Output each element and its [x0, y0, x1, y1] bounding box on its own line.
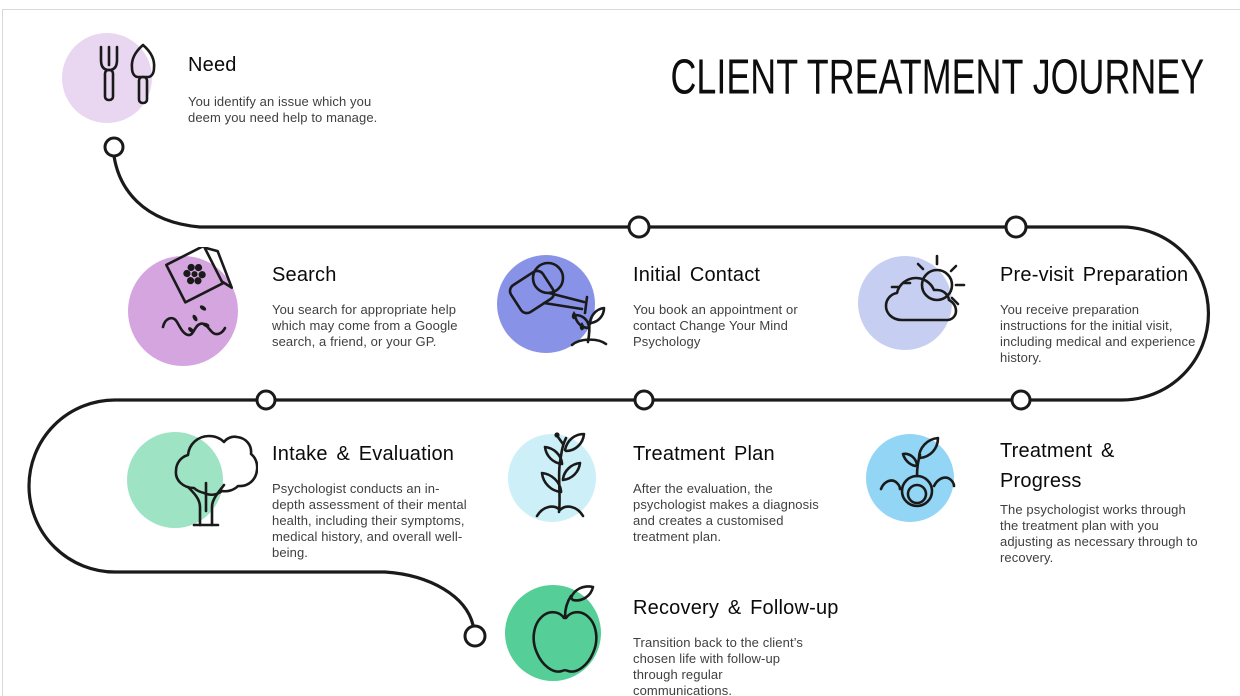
seed-packet-icon	[161, 247, 234, 337]
path-node	[463, 624, 487, 648]
page-edge-left	[2, 9, 3, 696]
step-description: Psychologist conducts an in-depth assess…	[272, 481, 467, 560]
apple-icon	[532, 585, 598, 673]
step-text-previsit: Pre-visit Preparation You receive prepar…	[1000, 260, 1215, 366]
step-text-need: Need You identify an issue which you dee…	[188, 50, 398, 126]
step-circle-intake	[127, 432, 223, 528]
step-title: Initial Contact	[633, 264, 761, 286]
page-title: CLIENT TREATMENT JOURNEY	[670, 49, 1204, 105]
step-description: You book an appointment or contact Chang…	[633, 302, 798, 349]
step-title: Recovery & Follow-up	[633, 597, 839, 619]
garden-tools-icon	[99, 43, 156, 105]
path-node	[255, 389, 277, 411]
path-node	[103, 136, 125, 158]
step-text-search: Search You search for appropriate help w…	[272, 260, 482, 350]
page-edge-top	[2, 9, 1240, 10]
step-description: You search for appropriate help which ma…	[272, 302, 458, 349]
step-title: Treatment Plan	[633, 443, 775, 465]
step-text-treatment-plan: Treatment Plan After the evaluation, the…	[633, 439, 833, 545]
step-title: Intake & Evaluation	[272, 443, 455, 465]
flower-glyph	[183, 263, 206, 285]
path-node	[1004, 215, 1028, 239]
watering-can-icon	[508, 261, 608, 347]
path-node	[627, 215, 651, 239]
step-text-treatment-progress: Treatment & Progress The psychologist wo…	[1000, 436, 1215, 566]
step-title: Need	[188, 54, 237, 76]
step-text-intake: Intake & Evaluation Psychologist conduct…	[272, 439, 487, 561]
step-circle-previsit	[858, 256, 952, 350]
step-title: Treatment & Progress	[1000, 440, 1115, 492]
step-description: You receive preparation instructions for…	[1000, 302, 1196, 365]
step-description: After the evaluation, the psychologist m…	[633, 481, 819, 544]
path-node	[1010, 389, 1032, 411]
step-title: Pre-visit Preparation	[1000, 264, 1189, 286]
step-text-initial-contact: Initial Contact You book an appointment …	[633, 260, 843, 350]
step-description: You identify an issue which you deem you…	[188, 94, 378, 125]
step-text-recovery: Recovery & Follow-up Transition back to …	[633, 593, 848, 696]
path-node	[633, 389, 655, 411]
step-title: Search	[272, 264, 337, 286]
tree-icon	[174, 434, 258, 527]
journey-path-line	[27, 154, 1211, 627]
sun-cloud-icon	[884, 254, 966, 322]
sprouting-seed-icon	[879, 436, 956, 508]
step-description: The psychologist works through the treat…	[1000, 502, 1198, 565]
seedling-icon	[535, 432, 586, 518]
step-description: Transition back to the client’s chosen l…	[633, 635, 804, 696]
